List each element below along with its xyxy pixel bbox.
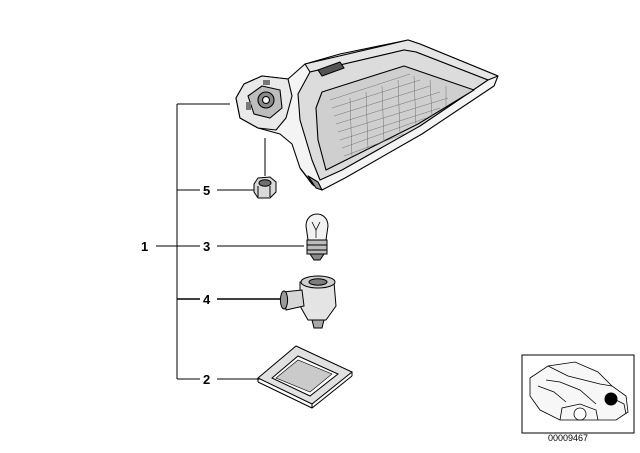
vehicle-location-thumbnail <box>521 354 635 434</box>
callout-gasket: 2 <box>203 372 210 387</box>
callout-assembly: 1 <box>141 239 148 254</box>
nut-part <box>253 176 277 199</box>
bulb-part <box>305 213 329 261</box>
lens-grid-pattern <box>329 73 449 159</box>
callout-bulb: 3 <box>203 239 210 254</box>
brake-light-location-marker <box>604 392 618 406</box>
car-outline-icon <box>529 361 629 421</box>
gasket-part <box>257 345 353 409</box>
brake-light-housing <box>235 39 499 191</box>
leader-lines <box>156 103 304 380</box>
callout-nut: 5 <box>203 183 210 198</box>
document-id: 00009467 <box>548 433 588 443</box>
socket-part <box>279 275 337 329</box>
callout-socket: 4 <box>203 292 211 307</box>
